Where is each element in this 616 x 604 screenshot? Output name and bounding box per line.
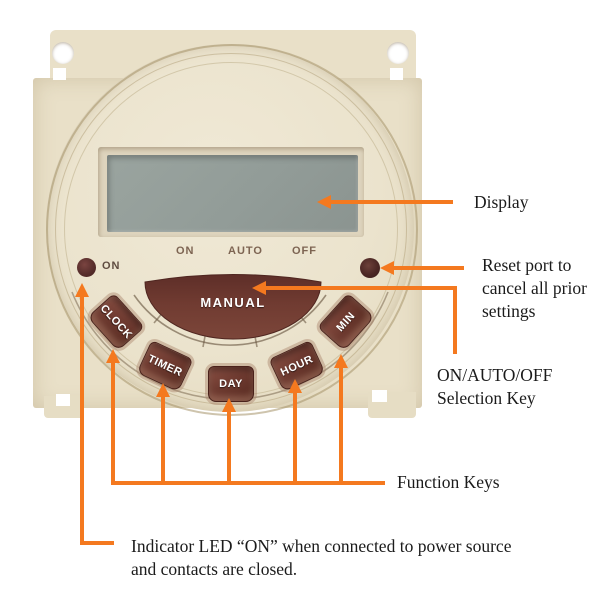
- hour-arrowhead: [288, 379, 302, 393]
- power-led-indicator: [77, 258, 96, 277]
- min-arrowhead: [334, 354, 348, 368]
- timer-callout-line: [161, 395, 165, 485]
- day-callout-line: [227, 410, 231, 485]
- led-connector-elbow: [80, 541, 114, 545]
- min-button-label: MIN: [334, 309, 358, 335]
- day-button-label: DAY: [219, 378, 243, 390]
- function-keys-bar: [111, 481, 385, 485]
- inner-groove-arc: [133, 294, 327, 346]
- mode-label-off: OFF: [292, 245, 317, 257]
- device-bottom-left-tab: [44, 396, 84, 418]
- display-label: Display: [474, 192, 529, 212]
- timer-button-label: TIMER: [145, 352, 185, 380]
- top-right-notch: [390, 68, 403, 80]
- clock-callout-line: [111, 361, 115, 485]
- selection-connector-vertical: [453, 286, 457, 354]
- timer-arrowhead: [156, 383, 170, 397]
- reset-arrow-line: [393, 266, 464, 270]
- bottom-right-notch: [372, 390, 387, 402]
- function-keys-label: Function Keys: [397, 472, 500, 492]
- top-left-notch: [53, 68, 66, 80]
- min-callout-line: [339, 366, 343, 485]
- day-button[interactable]: DAY: [208, 366, 254, 402]
- mode-label-auto: AUTO: [228, 245, 263, 257]
- reset-label: Reset port to cancel all prior settings: [482, 255, 587, 321]
- led-connector-vertical: [80, 295, 84, 545]
- led-on-label: ON: [102, 260, 121, 272]
- bottom-left-notch: [56, 394, 70, 406]
- hour-button-label: HOUR: [278, 353, 316, 379]
- display-arrow-line: [330, 200, 453, 204]
- manual-arrowhead: [252, 281, 266, 295]
- clock-arrowhead: [106, 349, 120, 363]
- reset-arrowhead: [380, 261, 394, 275]
- reset-port[interactable]: [360, 258, 380, 278]
- hour-callout-line: [293, 391, 297, 485]
- day-arrowhead: [222, 398, 236, 412]
- display-arrowhead: [317, 195, 331, 209]
- led-arrowhead: [75, 283, 89, 297]
- indicator-led-label: Indicator LED “ON” when connected to pow…: [131, 536, 512, 579]
- lcd-display: [107, 155, 358, 232]
- selection-key-label: ON/AUTO/OFF Selection Key: [437, 365, 553, 408]
- mode-label-on: ON: [176, 245, 195, 257]
- selection-connector-horizontal: [265, 286, 457, 290]
- manual-button[interactable]: [144, 274, 322, 340]
